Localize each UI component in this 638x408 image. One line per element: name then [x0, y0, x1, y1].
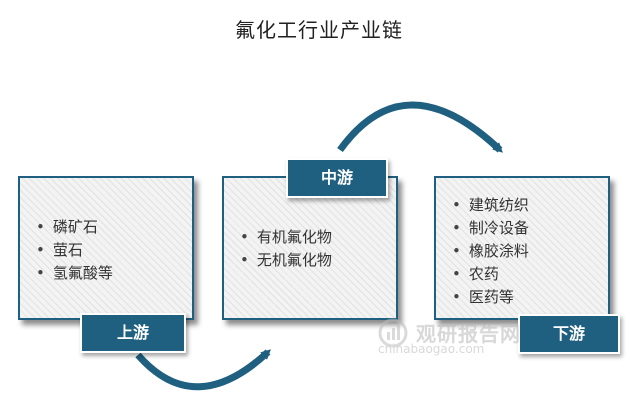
list-item: 无机氟化物	[240, 249, 332, 272]
upstream-label: 上游	[80, 313, 186, 353]
downstream-box: 建筑纺织 制冷设备 橡胶涂料 农药 医药等	[434, 176, 610, 320]
upstream-box: 磷矿石 萤石 氢氟酸等	[18, 176, 194, 320]
watermark-url: chinabaogao.com	[378, 342, 485, 356]
downstream-label: 下游	[518, 314, 620, 354]
list-item: 磷矿石	[36, 216, 113, 239]
list-item: 制冷设备	[452, 217, 529, 240]
downstream-list: 建筑纺织 制冷设备 橡胶涂料 农药 医药等	[452, 194, 529, 309]
list-item: 氢氟酸等	[36, 262, 113, 285]
arrow-up-to-mid	[135, 349, 271, 391]
watermark-logo-icon	[378, 318, 408, 348]
list-item: 建筑纺织	[452, 194, 529, 217]
watermark: 观研报告网 chinabaogao.com	[378, 316, 548, 358]
arrow-mid-to-down	[337, 101, 503, 153]
list-item: 医药等	[452, 286, 529, 309]
list-item: 农药	[452, 263, 529, 286]
page-title: 氟化工行业产业链	[235, 18, 403, 42]
list-item: 橡胶涂料	[452, 240, 529, 263]
list-item: 萤石	[36, 239, 113, 262]
midstream-label: 中游	[286, 158, 388, 198]
list-item: 有机氟化物	[240, 226, 332, 249]
midstream-list: 有机氟化物 无机氟化物	[240, 226, 332, 272]
watermark-name: 观研报告网	[416, 322, 521, 346]
upstream-list: 磷矿石 萤石 氢氟酸等	[36, 216, 113, 285]
